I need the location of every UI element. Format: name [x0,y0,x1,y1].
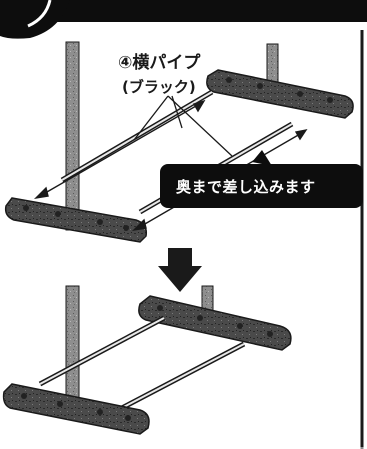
pipe-label-color: (ブラック) [122,78,196,96]
label-leader-lines [133,95,233,157]
corner-badge-circle [0,0,70,39]
callout-bubble: 奥まで差し込みます [160,150,363,208]
corner-badge [0,0,367,22]
front-base-bottom [2,383,150,435]
left-pole-top [65,41,80,231]
down-arrow-icon [158,248,202,292]
connected-pipe-upper [38,315,166,387]
back-base-bottom [138,295,292,351]
right-base-top [206,69,354,119]
callout-text: 奥まで差し込みます [176,178,316,196]
pipe-label-title: ④横パイプ [118,52,201,73]
left-pole-bottom [65,285,80,405]
connected-pipe-lower [116,341,246,413]
